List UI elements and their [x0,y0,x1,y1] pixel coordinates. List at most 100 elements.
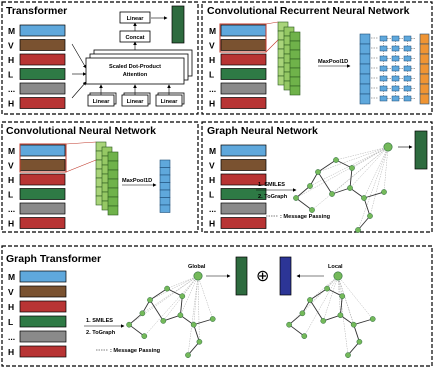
gt-local-graph [286,271,376,358]
sequence-token-label: H [8,55,14,65]
sequence-token-label: V [8,161,14,171]
graph-node [286,321,292,328]
sequence-token-bar [19,144,66,157]
recurrent-cell [391,35,400,42]
gnn-step1: 1. SMILES [258,182,285,188]
vector-cell [359,93,371,105]
sequence-token-label: ... [8,332,15,342]
vector-cell [419,83,430,95]
sequence-token-bar [220,144,267,157]
sequence-token-bar [220,39,267,51]
linear-top-label: Linear [127,16,145,22]
graph-node [349,165,355,171]
transformer-panel [1,1,199,115]
graph-node [147,297,153,303]
sequence-token-bar [19,24,66,37]
sequence-token-bar [19,330,67,343]
sequence-token-label: H [209,219,215,229]
attention-label-line2: Attention [123,72,148,78]
gnn-legend: : Message Passing [280,214,331,220]
cnn-conv-stack [19,141,119,216]
crnn-pool-label: MaxPool1D [318,59,348,65]
crnn-block: MaxPool1D [219,21,430,105]
gt-global-vector [235,256,248,296]
sequence-token-label: H [8,347,14,357]
vector-cell [419,33,430,45]
sequence-token-label: L [209,70,214,80]
graph-node [196,338,203,345]
conv-cell [107,151,119,162]
graph-node [315,169,321,175]
graph-node [350,321,357,328]
cnn-block: MaxPool1D [19,141,171,216]
vector-cell [359,33,371,45]
conv-cell [107,169,119,180]
graph-node [309,207,315,213]
graph-node [185,352,191,358]
linear-top-box [119,11,151,24]
graph-node [164,285,170,292]
gnn-output-vector [414,130,428,170]
graph-transformer-title: Graph Transformer [6,253,101,265]
recurrent-cell [391,55,400,62]
gnn-panel [201,121,433,233]
linear-1-label: Linear [93,99,111,105]
transformer-output-vector [171,5,185,44]
gnn-block: 1. SMILES 2. ToGraph : Message Passing [256,130,428,233]
vector-cell [159,182,171,191]
sequence-token-bar [220,159,267,171]
vector-cell [359,63,371,75]
recurrent-cell [391,75,400,82]
sequence-token-label: ... [209,204,216,214]
conv-cell [289,85,301,96]
sequence-token-bar [220,173,267,186]
recurrent-cell [403,75,412,82]
sequence-token-label: M [209,146,216,156]
sequence-token-bar [220,188,267,200]
conv-cell [107,178,119,189]
sequence-token-bar [19,300,67,313]
sequence-token-label: ... [8,84,15,94]
graph-node [361,195,367,201]
crnn-pooled-vector [359,33,371,105]
sequence-token-bar [220,217,267,229]
sequence-token-bar [220,202,267,215]
sequence-token-label: H [209,175,215,185]
graph-node [293,195,299,201]
graph-transformer-panel [1,245,433,367]
conv-cell [289,31,301,42]
crnn-recurrent-grid [371,35,416,102]
conv-receptive-field [219,23,267,53]
vector-cell [419,43,430,55]
recurrent-cell [379,55,388,62]
sequence-token-label: V [8,287,14,297]
gnn-molecular-graph [293,142,393,233]
crnn-output-vector [419,33,430,105]
graph-node [307,183,313,189]
graph-node [337,312,344,319]
sequence-token-bar [220,82,267,95]
attention-box [85,57,185,85]
sequence-token-label: ... [8,204,15,214]
graph-node [367,213,373,219]
conv-cell [289,49,301,60]
recurrent-cell [403,45,412,52]
vector-cell [359,43,371,55]
vector-cell [359,73,371,85]
sequence-token-bar [220,53,267,66]
sequence-token-bar [19,97,66,109]
conv-cell [289,67,301,78]
sequence-token-bar [220,24,267,37]
sequence-token-label: V [209,41,215,51]
sequence-token-bar [19,285,67,298]
gt-global-label: Global [188,264,206,270]
crnn-panel [201,1,433,115]
graph-transformer-block: 1. SMILES 2. ToGraph : Message Passing G… [84,256,376,358]
sequence-token-label: H [209,55,215,65]
sequence-token-label: H [8,219,14,229]
vector-cell [159,174,171,183]
recurrent-cell [403,55,412,62]
recurrent-cell [391,65,400,72]
